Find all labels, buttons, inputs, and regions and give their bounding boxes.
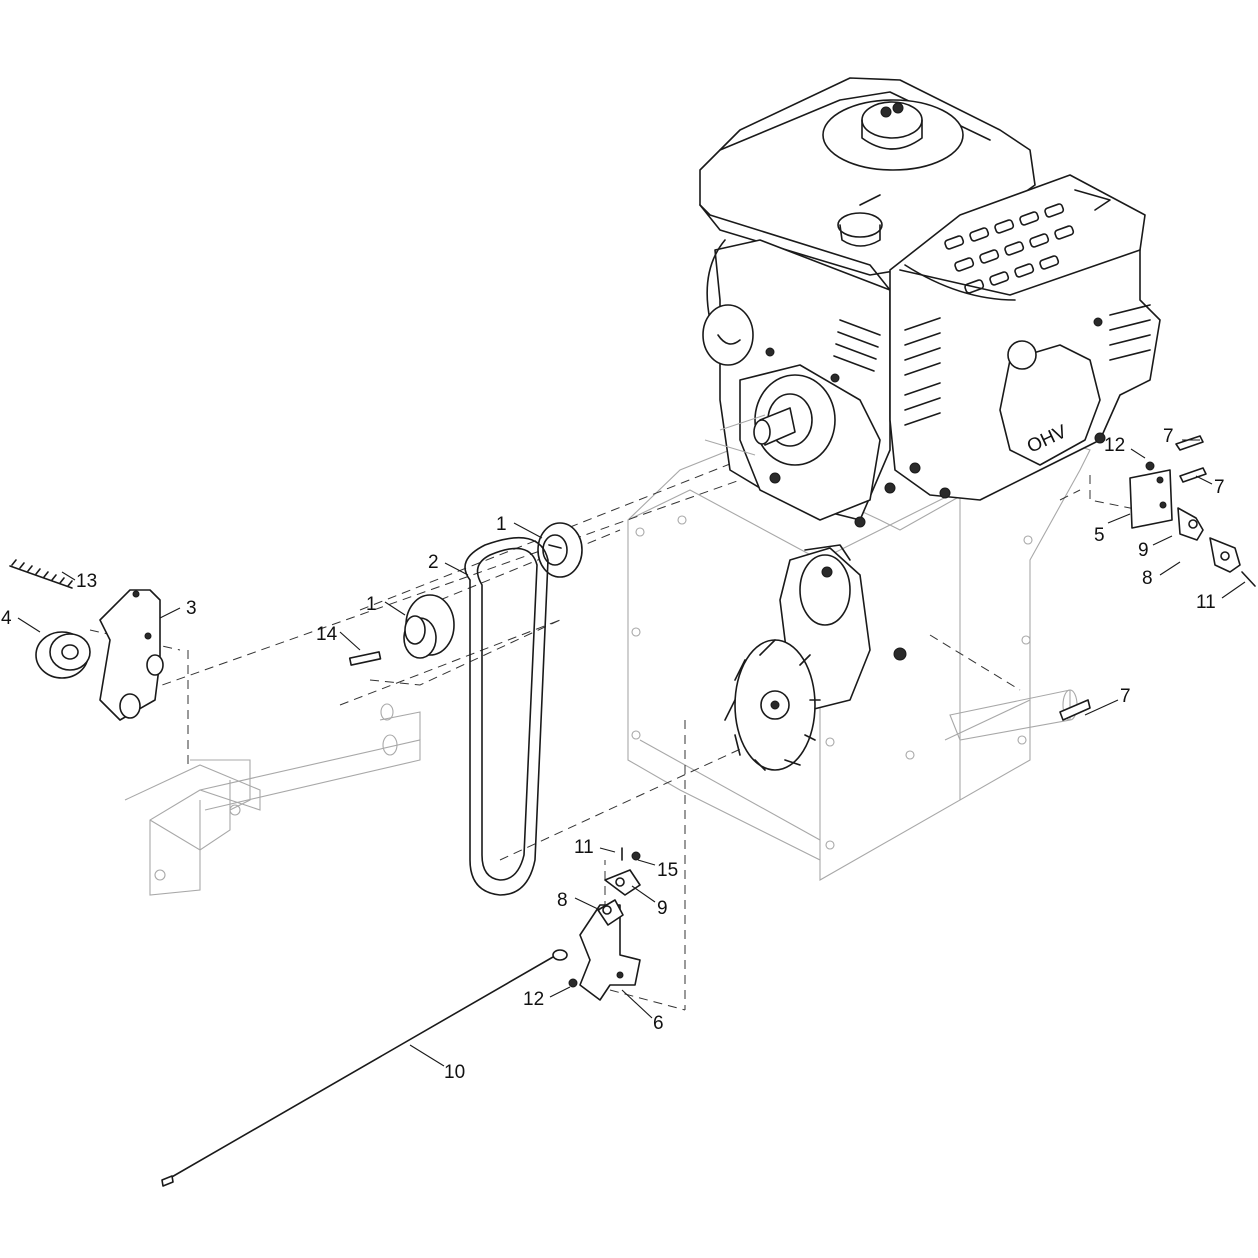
callout-10: 10 <box>444 1062 465 1083</box>
bracket-lower <box>568 847 641 1001</box>
idler-pulley <box>35 631 91 679</box>
drive-pulley-upper <box>537 522 583 578</box>
frame-housing-phantom <box>124 439 1091 896</box>
callout-9-right: 9 <box>1138 540 1149 561</box>
idler-arm <box>99 589 164 721</box>
callout-13: 13 <box>76 571 97 592</box>
callout-labels: 1 1 2 3 4 5 6 7 7 7 8 8 9 9 10 11 11 12 … <box>1 426 1225 1083</box>
callout-2: 2 <box>428 552 439 573</box>
key-part <box>348 651 382 666</box>
callout-5: 5 <box>1094 525 1105 546</box>
callout-leaders <box>17 439 1246 1067</box>
spring <box>9 559 73 589</box>
drive-belt <box>464 537 549 896</box>
callout-9-lower: 9 <box>657 898 668 919</box>
cooling-fan <box>724 639 821 771</box>
callout-3: 3 <box>186 598 197 619</box>
callout-8-lower: 8 <box>557 890 568 911</box>
callout-15: 15 <box>657 860 678 881</box>
fan-gearbox <box>724 544 907 771</box>
control-cable <box>161 949 568 1187</box>
callout-7-axle: 7 <box>1120 686 1131 707</box>
callout-7-top: 7 <box>1163 426 1174 447</box>
callout-14: 14 <box>316 624 338 645</box>
callout-7-mid: 7 <box>1214 477 1225 498</box>
bracket-right <box>1059 435 1256 721</box>
callout-12-lower: 12 <box>523 989 544 1010</box>
callout-1-lower: 1 <box>366 594 377 615</box>
callout-4: 4 <box>1 608 12 629</box>
alignment-lines <box>89 459 1141 1011</box>
callout-6: 6 <box>653 1013 664 1034</box>
drive-pulley-lower <box>403 594 455 659</box>
callout-11-lower: 11 <box>574 837 594 858</box>
air-cleaner-vents <box>944 203 1075 294</box>
callout-12-right: 12 <box>1104 435 1125 456</box>
engine-assembly: OHV <box>699 77 1161 528</box>
callout-8-right: 8 <box>1142 568 1153 589</box>
callout-11-right: 11 <box>1196 592 1216 613</box>
callout-1-upper: 1 <box>496 514 507 535</box>
